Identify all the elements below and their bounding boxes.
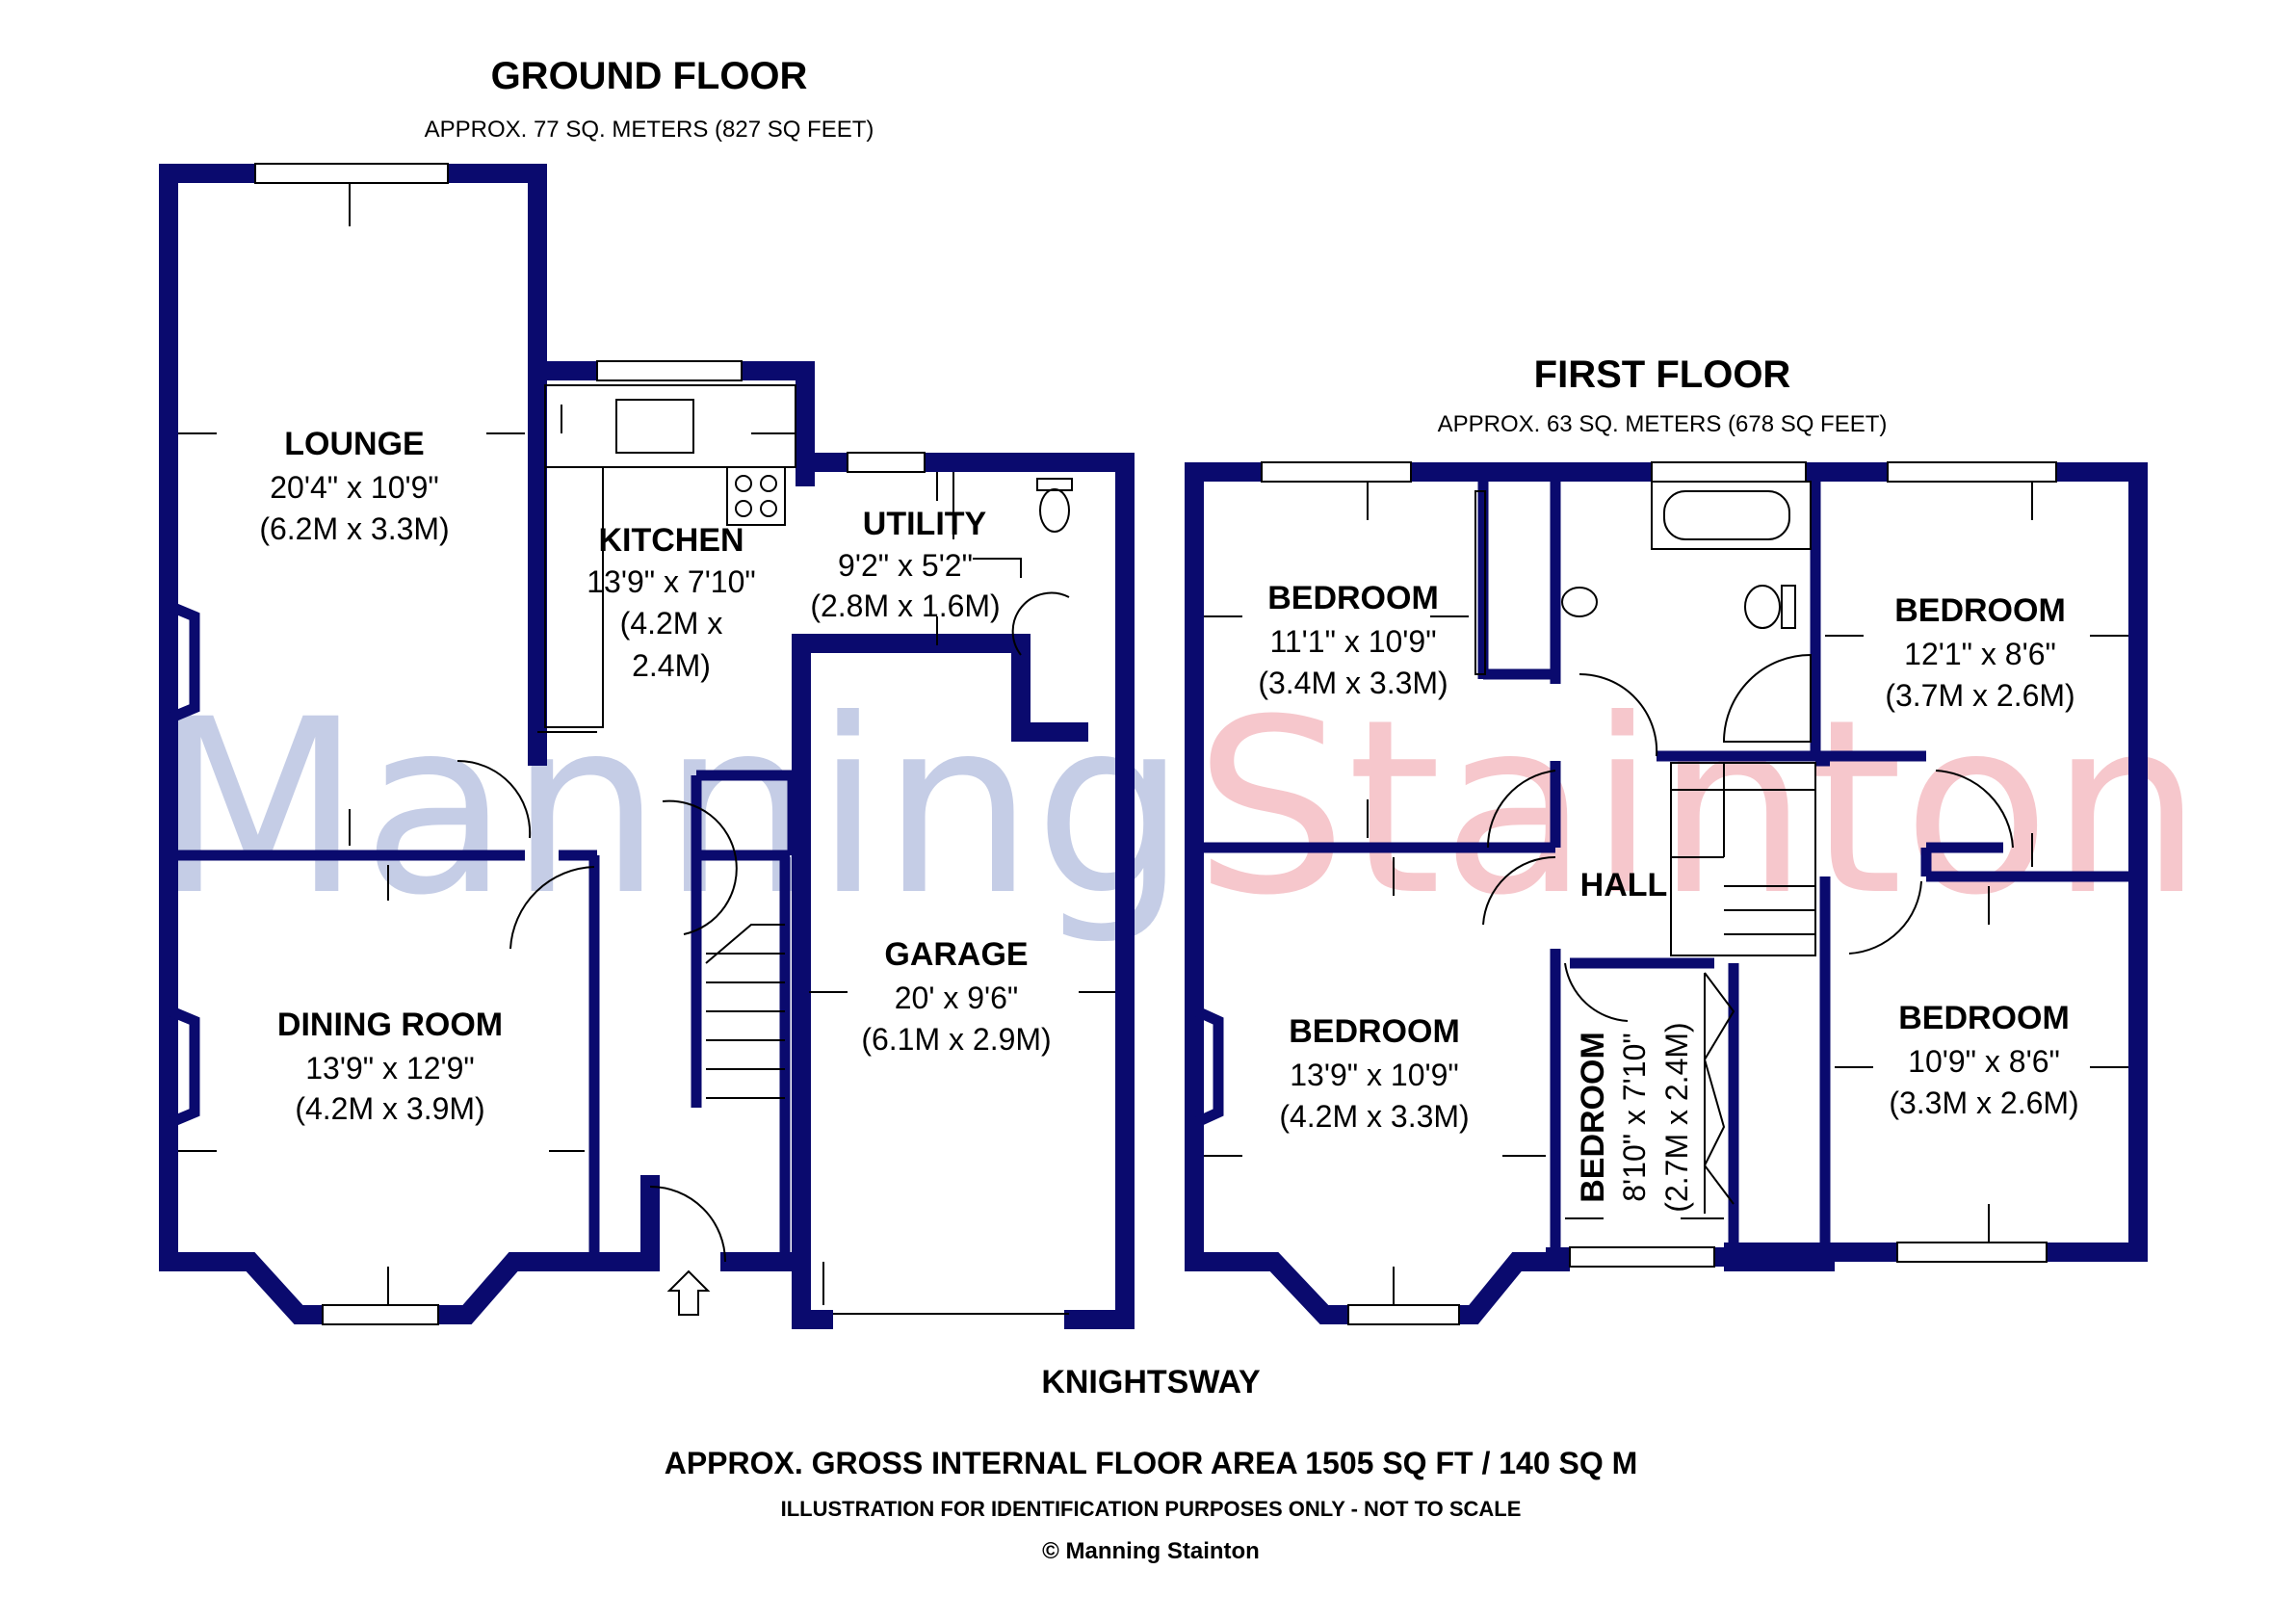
disclaimer: ILLUSTRATION FOR IDENTIFICATION PURPOSES… [781, 1497, 1522, 1521]
hob-ring [760, 500, 777, 517]
dining-metric: (4.2M x 3.9M) [295, 1091, 484, 1126]
copyright: © Manning Stainton [1042, 1538, 1260, 1564]
kitchen-sink [615, 399, 694, 454]
kitchen-counter-2 [544, 466, 604, 728]
stairs-ground [705, 924, 785, 1099]
ff-door-bed1 [1486, 770, 1556, 849]
street-name: KNIGHTSWAY [1041, 1364, 1261, 1400]
bed4-imperial: 10'9" x 8'6" [1908, 1044, 2060, 1079]
bed1-metric: (3.4M x 3.3M) [1258, 666, 1448, 700]
hob-ring [760, 475, 777, 492]
bed2-name: BEDROOM [1894, 592, 2066, 629]
kitchen-hob [726, 466, 786, 526]
wall-hall-south [580, 1175, 660, 1271]
ff-window-bed3 [1347, 1304, 1460, 1325]
ff-wc [1744, 585, 1781, 629]
window-kitchen [596, 360, 743, 381]
kitchen-name: KITCHEN [598, 522, 744, 559]
window-dining [322, 1304, 439, 1325]
ff-internal-walls [1194, 472, 2138, 1257]
fireplace-dining [169, 1006, 200, 1128]
wall-garage [796, 453, 1135, 1329]
first-floor-title: FIRST FLOOR [1534, 353, 1791, 396]
first-floor-area: APPROX. 63 SQ. METERS (678 SQ FEET) [1438, 411, 1888, 437]
ff-bath-inner [1663, 490, 1790, 540]
kitchen-counter [544, 384, 796, 468]
ff-wc-cistern [1781, 585, 1796, 629]
ground-floor-area: APPROX. 77 SQ. METERS (827 SQ FEET) [425, 117, 874, 143]
garage-imperial: 20' x 9'6" [895, 981, 1019, 1015]
bed4-metric: (3.3M x 2.6M) [1889, 1086, 2078, 1120]
ff-wardrobe-bed5 [1703, 972, 1735, 1214]
door-hall [662, 799, 738, 935]
door-front [649, 1186, 726, 1263]
ff-window-bath [1651, 461, 1807, 483]
hall-name: HALL [1580, 867, 1668, 903]
bed5-name: BEDROOM [1575, 1032, 1611, 1203]
ff-door-bed4 [1848, 880, 1922, 955]
utility-name: UTILITY [863, 506, 987, 542]
stairs-first [1670, 762, 1816, 956]
bed5-imperial: 8'10" x 7'10" [1617, 1033, 1652, 1202]
ff-shower [1722, 653, 1812, 743]
hob-ring [735, 500, 752, 517]
utility-metric: (2.8M x 1.6M) [810, 589, 1000, 623]
garage-metric: (6.1M x 2.9M) [861, 1022, 1051, 1057]
wc-cistern [1036, 478, 1073, 491]
ground-floor-plan: LOUNGE 20'4" x 10'9" (6.2M x 3.3M) KITCH… [159, 163, 1135, 1329]
wc-utility [1039, 488, 1070, 533]
garage-name: GARAGE [884, 936, 1028, 973]
ground-floor-title: GROUND FLOOR [491, 55, 808, 97]
ff-door-bed2 [1935, 770, 2014, 849]
lounge-name: LOUNGE [284, 426, 424, 462]
kitchen-metric-2: 2.4M) [632, 648, 711, 683]
ff-basin [1561, 587, 1598, 617]
dimension-arrows-first [1204, 482, 2128, 1305]
wall-lounge [159, 164, 815, 486]
ff-fireplace [1194, 1006, 1224, 1128]
bed2-metric: (3.7M x 2.6M) [1885, 678, 2074, 713]
door-dining [509, 866, 595, 950]
gross-area: APPROX. GROSS INTERNAL FLOOR AREA 1505 S… [665, 1446, 1638, 1480]
bed5-metric: (2.7M x 2.4M) [1659, 1022, 1694, 1212]
ff-window-bed2 [1887, 461, 2057, 483]
wall-garage-west [792, 634, 1088, 742]
utility-imperial: 9'2" x 5'2" [838, 548, 973, 583]
watermark-stainton: Stainton [1194, 667, 2203, 948]
bed3-metric: (4.2M x 3.3M) [1279, 1099, 1469, 1134]
hob-ring [735, 475, 752, 492]
window-utility [847, 452, 926, 473]
bed3-name: BEDROOM [1289, 1013, 1460, 1050]
watermark-manning: Manning [154, 667, 1187, 948]
bed3-imperial: 13'9" x 10'9" [1290, 1058, 1459, 1092]
door-utility [1011, 591, 1070, 656]
ff-window-bed4 [1896, 1242, 2048, 1263]
dining-name: DINING ROOM [277, 1007, 503, 1043]
first-floor-plan: BEDROOM 11'1" x 10'9" (3.4M x 3.3M) BEDR… [1185, 461, 2148, 1325]
wall-utility-wc [952, 472, 1022, 578]
fireplace-lounge [169, 601, 200, 723]
wall-west [159, 164, 599, 1324]
bed4-name: BEDROOM [1898, 1000, 2070, 1036]
kitchen-imperial: 13'9" x 7'10" [587, 564, 756, 599]
wall-garage-west-2 [792, 634, 833, 1329]
bed2-imperial: 12'1" x 8'6" [1904, 637, 2056, 671]
ff-window-bed1 [1261, 461, 1412, 483]
ff-door-bed3 [1482, 855, 1556, 926]
window-lounge [254, 163, 449, 184]
bed1-name: BEDROOM [1267, 580, 1439, 616]
front-entrance-arrow [666, 1269, 711, 1316]
kitchen-metric-1: (4.2M x [620, 606, 723, 641]
lounge-imperial: 20'4" x 10'9" [270, 470, 439, 505]
lounge-metric: (6.2M x 3.3M) [259, 511, 449, 546]
ff-window-bed5 [1569, 1246, 1715, 1268]
door-lounge [457, 759, 532, 839]
dining-imperial: 13'9" x 12'9" [305, 1051, 475, 1086]
dimension-arrows-ground [178, 183, 1115, 1305]
ff-door-bath [1578, 672, 1658, 757]
bed1-imperial: 11'1" x 10'9" [1269, 624, 1436, 659]
ff-door-bed5 [1564, 962, 1629, 1022]
ff-wardrobe [1474, 490, 1486, 675]
